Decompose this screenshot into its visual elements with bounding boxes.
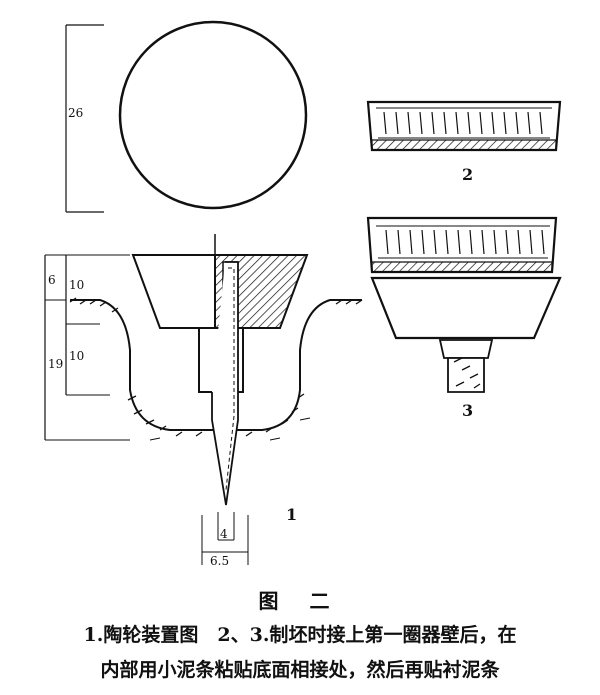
dim-19-label: 19 — [48, 357, 63, 371]
figure-title: 图 二 — [258, 589, 342, 613]
dimension-26: 26 — [65, 24, 104, 213]
dim-6-label: 6 — [48, 273, 56, 287]
side-dimensions: 6 10 10 19 — [44, 254, 130, 441]
dim-26-label: 26 — [68, 106, 83, 120]
dim-10a-label: 10 — [69, 278, 84, 292]
label-1: 1 — [286, 505, 297, 524]
dim-4-label: 4 — [220, 527, 228, 541]
vessel-figure-2 — [366, 100, 562, 152]
wheel-assembly: 4 6.5 — [69, 234, 363, 568]
wheel-top-view — [118, 20, 308, 210]
figure-drawing: 26 4 6.5 — [44, 20, 562, 568]
dim-10b-label: 10 — [69, 349, 84, 363]
caption-line-1: 1.陶轮装置图 2、3.制坯时接上第一圈器壁后，在 — [83, 624, 517, 646]
caption-line-2: 内部用小泥条粘贴底面相接处，然后再贴衬泥条 — [100, 659, 500, 681]
label-2: 2 — [462, 165, 473, 184]
label-3: 3 — [462, 401, 473, 420]
vessel-figure-3 — [366, 216, 562, 393]
dim-65-label: 6.5 — [210, 554, 229, 568]
